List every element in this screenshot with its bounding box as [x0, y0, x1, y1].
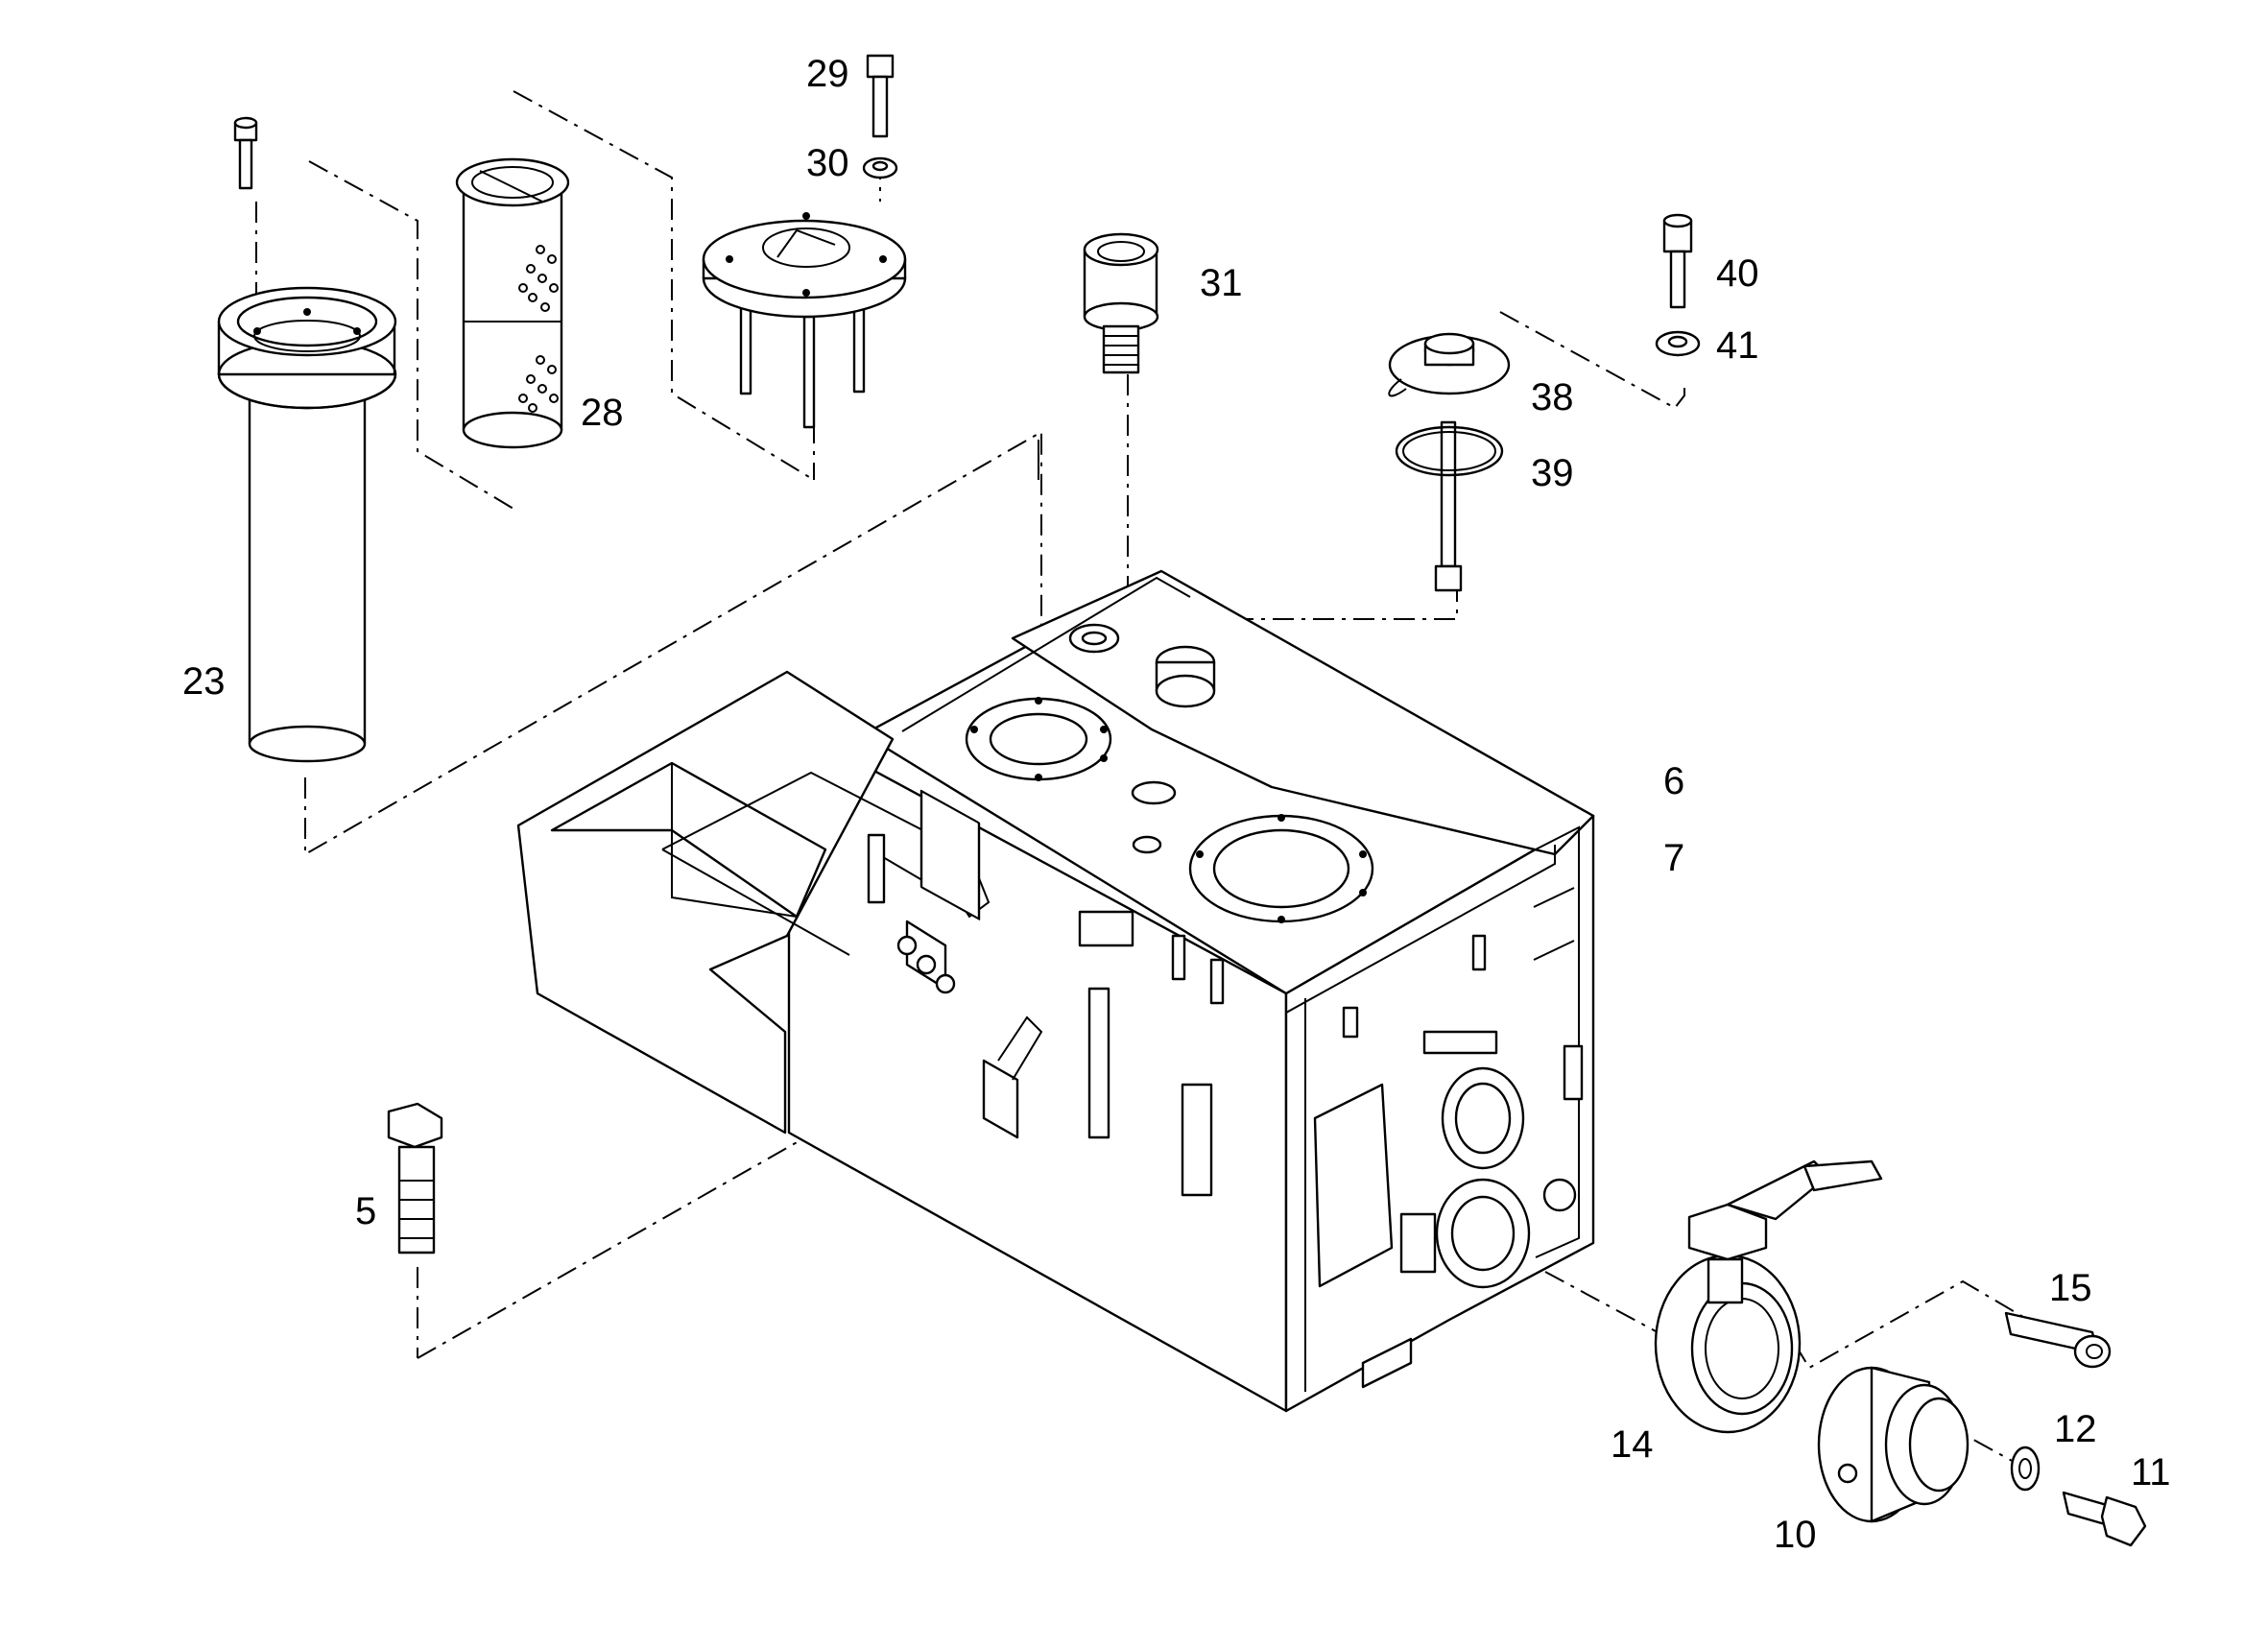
washer-12	[2010, 1446, 2041, 1492]
gasket-39	[1395, 425, 1504, 477]
callout-7: 7	[1663, 837, 1684, 879]
screw-15	[2004, 1311, 2112, 1369]
callout-41: 41	[1716, 324, 1759, 367]
callout-30: 30	[806, 142, 849, 184]
callout-38: 38	[1531, 376, 1574, 418]
filler-tube-23	[217, 286, 397, 763]
bolt-5	[387, 1102, 443, 1255]
callout-28: 28	[581, 392, 624, 434]
callout-29: 29	[806, 53, 849, 95]
butterfly-valve-14	[1654, 1159, 1883, 1434]
callout-labels: 29 30 31 40 41 38 39 28 23 6 7 5 15 14 1…	[182, 53, 2171, 1556]
bolt-11	[2062, 1491, 2147, 1547]
screw-40	[1662, 213, 1693, 309]
callout-39: 39	[1531, 452, 1574, 494]
callout-12: 12	[2054, 1408, 2097, 1450]
tank-housing	[516, 569, 1595, 1413]
callout-6: 6	[1663, 760, 1684, 802]
washer-30	[862, 156, 898, 179]
callout-23: 23	[182, 660, 226, 703]
callout-31: 31	[1200, 262, 1243, 304]
callout-40: 40	[1716, 252, 1759, 295]
callout-5: 5	[355, 1190, 376, 1232]
bolt-29	[866, 54, 895, 138]
callout-11: 11	[2131, 1451, 2171, 1494]
callout-10: 10	[1774, 1514, 1817, 1556]
breather-cap-31	[1083, 232, 1159, 374]
strainer-28	[455, 157, 570, 449]
flange-10	[1817, 1366, 1970, 1523]
callout-14: 14	[1611, 1423, 1654, 1466]
level-sender-38	[1388, 332, 1511, 592]
washer-41	[1655, 330, 1701, 357]
cover-plate	[702, 212, 907, 429]
strainer-holes	[518, 245, 559, 413]
screw-23	[233, 116, 258, 190]
callout-15: 15	[2049, 1267, 2092, 1309]
